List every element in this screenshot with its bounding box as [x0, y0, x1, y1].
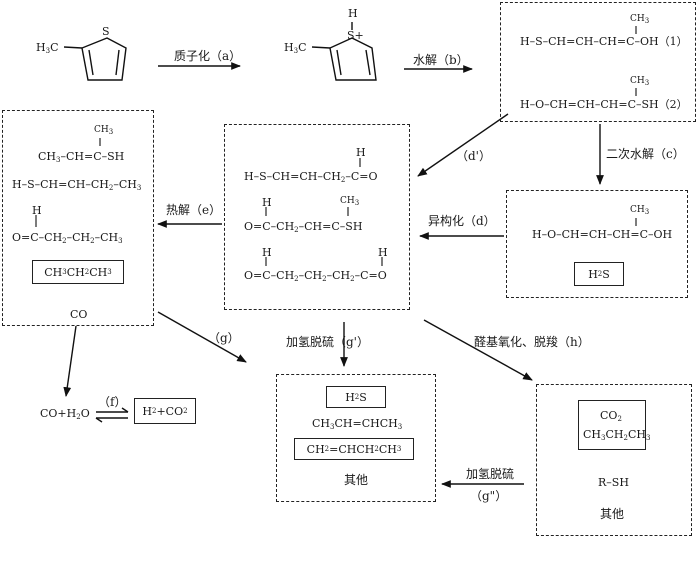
sulfur-cation-label: S+ [347, 29, 364, 42]
co2-label: CO2 [600, 409, 622, 423]
other-label: 其他 [344, 473, 369, 487]
hds-products-box [276, 374, 436, 502]
pyrolysis-products-box [2, 110, 154, 326]
secondary-hydrolysis-box [506, 190, 688, 298]
methyl-substituent: CH3 [630, 205, 650, 216]
step-c-label: 二次水解（c） [606, 147, 685, 161]
protonated-thiophene-ring [311, 22, 377, 81]
step-f-label: （f） [98, 395, 127, 409]
thiol-label: R–SH [598, 476, 629, 489]
step-g-prime-label: 加氢脱硫（g'） [286, 335, 369, 349]
methyl-label: H3C [36, 41, 59, 55]
co2-propane-box [578, 400, 646, 450]
methyl-substituent: CH3 [630, 14, 650, 25]
arrow-d-prime [417, 113, 509, 177]
methyl-substituent: CH3 [94, 125, 114, 136]
methyl-substituent: CH3 [340, 196, 360, 207]
aldehyde-hydrogen: H [262, 196, 272, 209]
methyl-substituent: CH3 [630, 76, 650, 87]
step-h-label: 醛基氧化、脱羧（h） [474, 335, 590, 349]
aldehyde-thiol-formula: O=C–CH2–CH=C–SH [244, 220, 363, 234]
hydrolysis-products-box [500, 2, 696, 122]
propenethiol-formula: CH3–CH=C–SH [38, 150, 125, 164]
butenethiol-formula: H–S–CH=CH–CH2–CH3 [12, 178, 142, 192]
co-water-label: CO+H2O [40, 407, 90, 421]
aldehyde-hydrogen: H [32, 204, 42, 217]
aldehyde-hydrogen: H [356, 146, 366, 159]
aldehyde-hydrogen: H [378, 246, 388, 259]
isomerization-products-box [224, 124, 410, 310]
step-e-label: 热解（e） [166, 203, 222, 217]
other-label: 其他 [600, 507, 625, 521]
thiol-aldehyde-formula: H–S–CH=CH–CH2–C=O [244, 170, 378, 184]
arrow-h [423, 319, 533, 381]
dialdehyde-formula: O=C–CH2–CH2–CH2–C=O [244, 269, 387, 283]
product-2-formula: H–O–CH=CH–CH=C–SH（2） [520, 98, 688, 111]
step-d-label: 异构化（d） [428, 214, 496, 228]
step-a-label: 质子化（a） [174, 49, 242, 63]
propane-label: CH3CH2CH3 [583, 428, 651, 442]
step-g-dprime-label: 加氢脱硫 [466, 467, 515, 481]
product-1-formula: H–S–CH=CH–CH=C–OH（1） [520, 35, 688, 48]
step-b-label: 水解（b） [413, 53, 469, 67]
arrow-to-co [63, 325, 77, 397]
hydrogen-label: H [348, 7, 358, 20]
step-d-prime-label: （d'） [456, 149, 491, 163]
butene-formula: CH3CH=CHCH3 [312, 417, 403, 431]
methyl-label: H3C [284, 41, 307, 55]
step-g-label: （g） [208, 331, 240, 345]
step-g-dprime-sub: （g"） [470, 489, 508, 503]
co-label: CO [70, 308, 88, 321]
sulfur-label: S [102, 25, 110, 38]
oxidation-products-box [536, 384, 692, 536]
diol-formula: H–O–CH=CH–CH=C–OH [532, 228, 673, 241]
butanal-formula: O=C–CH2–CH2–CH3 [12, 231, 123, 245]
thiophene-ring [63, 37, 127, 81]
aldehyde-hydrogen: H [262, 246, 272, 259]
arrow-g [157, 311, 247, 363]
